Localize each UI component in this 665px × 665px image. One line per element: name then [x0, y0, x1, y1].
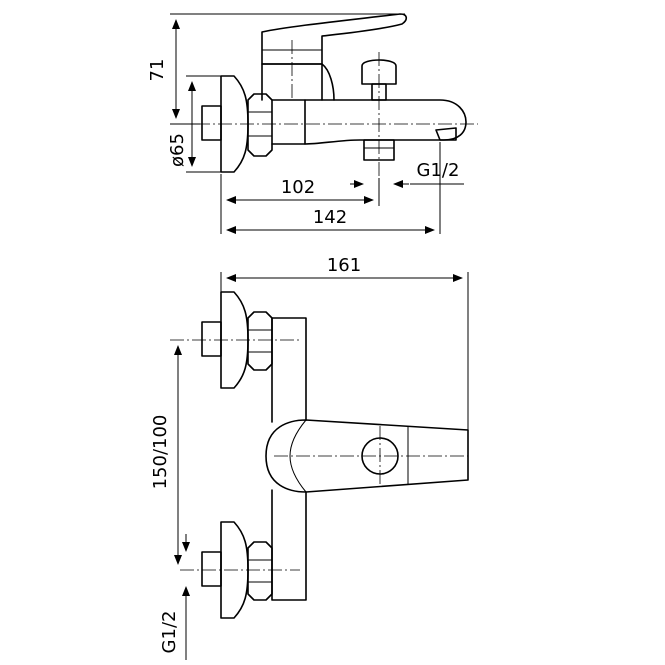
- dim-thread-bottom: G1/2: [159, 611, 180, 654]
- upper-inlet-stub: [201, 321, 222, 357]
- inlet-stub: [201, 105, 222, 141]
- dim-102: 102: [281, 177, 315, 198]
- lower-inlet-stub: [201, 551, 222, 587]
- front-view: 161 150/100 G1/2: [150, 255, 469, 660]
- dim-161: 161: [327, 255, 361, 276]
- mixer-body-front: [271, 317, 307, 601]
- upper-hex-nut: [247, 311, 273, 371]
- lever-handle: [261, 13, 408, 65]
- hex-nut: [247, 93, 273, 157]
- dim-71: 71: [147, 59, 168, 82]
- dim-142: 142: [313, 207, 347, 228]
- diverter-knob: [361, 59, 397, 85]
- dim-diameter-65: ø65: [167, 133, 188, 167]
- mixer-body: [271, 99, 306, 145]
- dim-thread-top: G1/2: [417, 160, 460, 181]
- lower-hex-nut: [247, 541, 273, 601]
- side-view: 71 ø65 G1/2 102 142: [147, 13, 478, 234]
- lever-front: [265, 419, 469, 493]
- spout: [304, 99, 467, 145]
- aerator: [435, 127, 457, 141]
- dim-spacing: 150/100: [150, 415, 171, 490]
